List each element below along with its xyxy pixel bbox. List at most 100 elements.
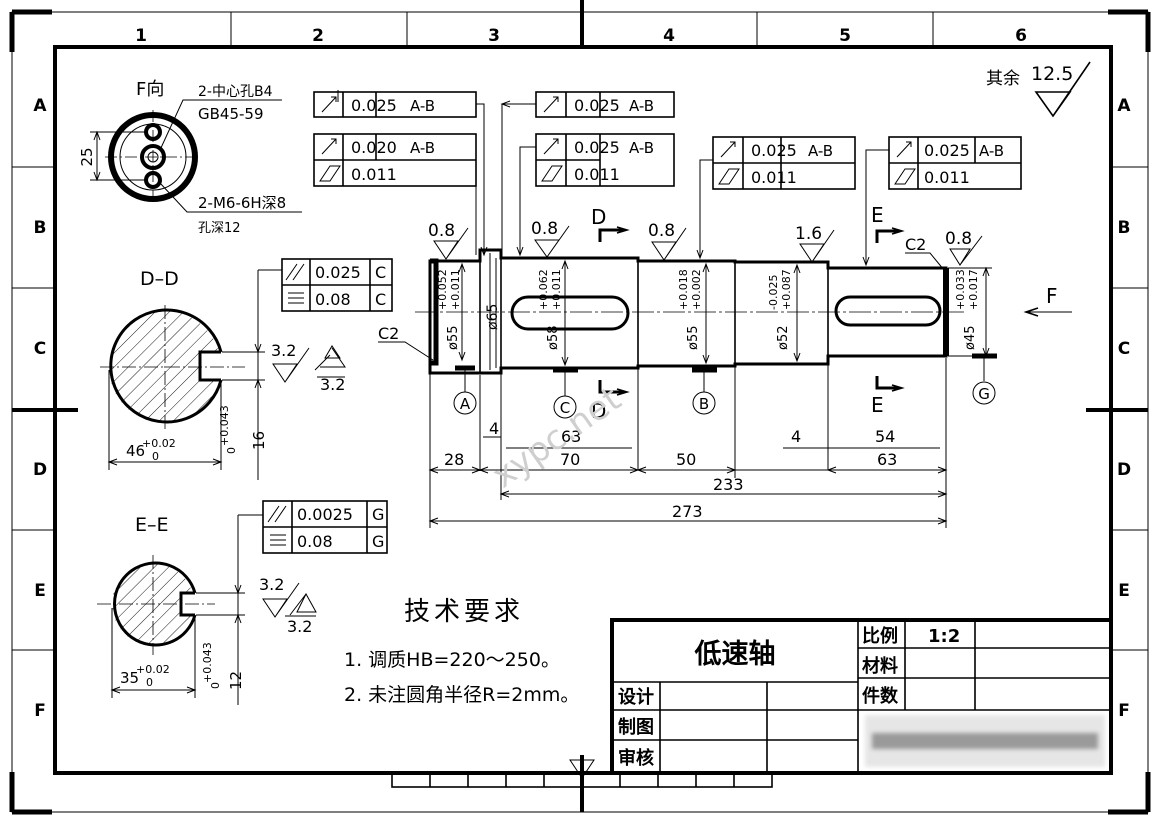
shaft-diameters: ø55 +0.052 +0.011 ø65 ø58 +0.062 +0.011 …	[436, 253, 992, 370]
shaft-tol-3-datum: A-B	[410, 139, 435, 157]
dim-28: 28	[444, 450, 464, 469]
shaft-roughness-1: 0.8	[428, 221, 455, 241]
cylindricity-icon	[894, 168, 916, 185]
roughness-note-prefix: 其余	[986, 69, 1020, 89]
runout-icon	[543, 96, 559, 113]
roughness-symbol-icon	[534, 225, 570, 258]
shaft-tol-7-value: 0.025	[751, 141, 797, 160]
ee-dim-12-upper: +0.043	[201, 642, 214, 683]
title-scale-label: 比例	[862, 625, 898, 647]
shaft-annotations: C2 C2 D D E E A C B G F	[378, 203, 1072, 423]
tech-requirements-title: 技术要求	[404, 597, 524, 627]
ee-tol1-value: 0.0025	[297, 505, 353, 524]
shaft-dia-1-lower: +0.011	[449, 269, 462, 310]
dim-70: 70	[560, 450, 580, 469]
runout-icon	[321, 138, 337, 155]
tech-requirement-1: 1. 调质HB=220～250。	[344, 649, 560, 671]
datum-c: C	[560, 399, 570, 417]
dd-tol2-value: 0.08	[315, 290, 351, 309]
shaft-tol-6-value: 0.011	[574, 165, 620, 184]
f-view-title: F向	[136, 79, 164, 100]
dd-tol2-datum: C	[375, 290, 386, 309]
title-part-name: 低速轴	[694, 639, 776, 670]
dd-dim-46: 46	[126, 442, 145, 460]
title-block: 低速轴 比例 1:2 材料 件数 设计 制图 审核	[610, 618, 1113, 775]
zone-col-5: 5	[839, 26, 851, 46]
roughness-note-value: 12.5	[1031, 63, 1073, 85]
section-mark-d-top: D	[591, 205, 606, 229]
roughness-symbol-icon	[651, 227, 687, 261]
title-scale-value: 1:2	[928, 626, 960, 647]
dim-50: 50	[676, 450, 696, 469]
roughness-symbol-icon	[262, 582, 300, 618]
zone-col-4: 4	[663, 26, 675, 46]
f-view-dim-25: 25	[78, 147, 96, 166]
section-mark-d-bottom: D	[591, 399, 606, 423]
shaft-dia-6-lower: +0.017	[967, 269, 980, 310]
section-ee: E–E 35 +0.02 0 12 +0.043 0 3.2 3.2 0.002…	[97, 500, 388, 705]
zone-row-b-right: B	[1118, 218, 1131, 238]
zone-col-6: 6	[1015, 26, 1027, 46]
zone-labels: 1 2 3 4 5 6 A B C D E F A B C D E F	[33, 26, 1131, 721]
shaft-dia-2: ø65	[485, 304, 501, 330]
dim-63-right: 63	[877, 450, 897, 469]
roughness-symbol-icon	[433, 227, 469, 260]
zone-row-e-right: E	[1118, 581, 1130, 601]
shaft-tolerance-frames: 0.025 A-B 0.025 A-B 0.020 A-B 0.011 0.02…	[313, 90, 1022, 267]
zone-row-f-right: F	[1118, 701, 1130, 721]
dd-tol1-datum: C	[375, 263, 386, 282]
shaft-roughness-5: 0.8	[945, 229, 972, 249]
runout-icon	[543, 138, 559, 155]
zone-row-b-left: B	[34, 218, 47, 238]
ee-tol1-datum: G	[372, 505, 384, 524]
shaft-dia-1: ø55	[446, 326, 461, 351]
zone-row-d-left: D	[33, 460, 47, 480]
general-roughness-note: 其余 12.5	[986, 61, 1091, 118]
shaft-tol-10-value: 0.011	[924, 168, 970, 187]
shaft-tol-2-datum: A-B	[629, 97, 654, 115]
shaft-dia-3-upper: +0.062	[537, 269, 550, 310]
f-view-note2-line1: 2-M6-6H深8	[198, 194, 286, 212]
shaft-tol-5-datum: A-B	[629, 139, 654, 157]
title-company-blurred	[865, 715, 1105, 767]
ee-dim-12: 12	[227, 671, 245, 690]
shaft-tol-9-value: 0.025	[924, 141, 970, 160]
ee-dim-12-lower: 0	[209, 682, 222, 689]
zone-col-2: 2	[312, 26, 324, 46]
dd-dim-46-lower: 0	[152, 450, 159, 463]
roughness-symbol-icon	[272, 347, 310, 383]
runout-icon	[896, 141, 912, 158]
roughness-symbol-icon	[949, 235, 983, 266]
zone-col-1: 1	[135, 26, 147, 46]
dim-4-right: 4	[791, 427, 801, 446]
section-mark-e-top: E	[871, 203, 884, 227]
roughness-symbol-icon	[799, 229, 835, 263]
shaft-length-dims: 4 63 4 54 28 70 50 63 233 273	[428, 358, 948, 528]
shaft-roughness-3: 0.8	[648, 221, 675, 241]
shaft-dia-4-upper: +0.018	[677, 269, 690, 310]
title-designed-label: 设计	[618, 686, 654, 708]
zone-row-f-left: F	[34, 701, 46, 721]
title-material-label: 材料	[862, 655, 898, 677]
tech-requirement-2: 2. 未注圆角半径R=2mm。	[344, 684, 579, 706]
f-view-note2-line2: 孔深12	[198, 221, 241, 236]
drawing-frame	[9, 0, 1151, 815]
shaft-dia-1-upper: +0.052	[436, 269, 449, 310]
chamfer-right: C2	[905, 235, 926, 254]
shaft-dia-3-lower: +0.011	[550, 269, 563, 310]
parallelism-icon	[267, 505, 287, 523]
runout-icon	[720, 141, 736, 158]
parallelism-icon	[285, 263, 305, 281]
shaft-tol-3-value: 0.020	[351, 138, 397, 157]
shaft-dia-4: ø55	[686, 326, 701, 351]
zone-col-3: 3	[488, 26, 500, 46]
f-view: F向 25 2-中心孔B4 GB45-59 2-M6-6H深8 孔深12	[78, 79, 302, 236]
shaft-tol-5-value: 0.025	[574, 138, 620, 157]
shaft-dia-5: ø52	[776, 326, 791, 351]
shaft-dia-5-upper: -0.025	[767, 275, 780, 310]
chamfer-left: C2	[378, 324, 399, 343]
watermark: xypc.net	[485, 379, 628, 496]
shaft-dia-6: ø45	[963, 326, 978, 351]
tech-requirements: 技术要求 1. 调质HB=220～250。 2. 未注圆角半径R=2mm。	[344, 597, 579, 706]
